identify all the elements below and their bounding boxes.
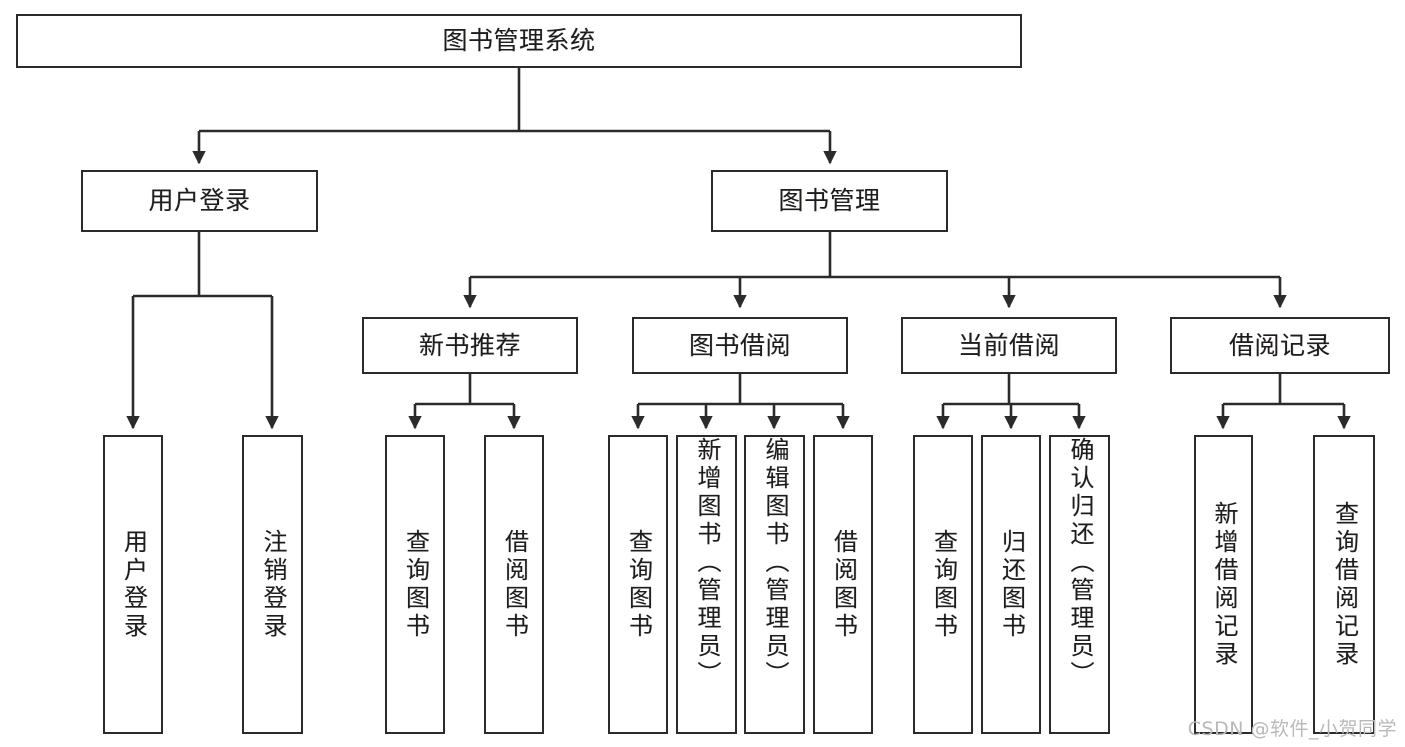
node-leaf-query-borrow-record[interactable]: 查询借阅记录 [1313, 435, 1375, 734]
node-leaf-borrow-book-1-label: 借阅图书 [500, 528, 529, 641]
node-leaf-query-book-2-label: 查询图书 [624, 528, 653, 641]
node-book-manage-label: 图书管理 [778, 186, 881, 215]
node-leaf-query-book-3-label: 查询图书 [929, 528, 958, 641]
node-current-borrow-label: 当前借阅 [957, 330, 1060, 360]
node-leaf-query-book-2[interactable]: 查询图书 [608, 435, 668, 734]
node-leaf-user-login-label: 用户登录 [119, 528, 148, 641]
node-leaf-query-book-3[interactable]: 查询图书 [913, 435, 973, 734]
node-root-label: 图书管理系统 [442, 26, 596, 55]
node-current-borrow[interactable]: 当前借阅 [901, 317, 1117, 374]
node-new-book-recommend[interactable]: 新书推荐 [362, 317, 578, 374]
node-leaf-logout-login[interactable]: 注销登录 [242, 435, 303, 734]
node-leaf-add-borrow-record[interactable]: 新增借阅记录 [1194, 435, 1253, 734]
node-leaf-confirm-return-admin-label: 确认归还（管理员） [1065, 437, 1094, 689]
node-leaf-query-borrow-record-label: 查询借阅记录 [1330, 500, 1359, 669]
node-leaf-return-book-label: 归还图书 [997, 528, 1026, 641]
node-leaf-return-book[interactable]: 归还图书 [981, 435, 1041, 734]
node-leaf-edit-book-admin-label: 编辑图书（管理员） [760, 437, 789, 689]
node-leaf-add-borrow-record-label: 新增借阅记录 [1209, 500, 1238, 669]
node-leaf-logout-login-label: 注销登录 [258, 528, 287, 641]
node-book-manage[interactable]: 图书管理 [711, 170, 948, 232]
node-user-login-label: 用户登录 [148, 186, 251, 215]
node-leaf-query-book-1-label: 查询图书 [401, 528, 430, 641]
node-book-borrow[interactable]: 图书借阅 [632, 317, 848, 374]
node-book-borrow-label: 图书借阅 [688, 330, 791, 360]
node-leaf-borrow-book-1[interactable]: 借阅图书 [484, 435, 544, 734]
node-leaf-add-book-admin[interactable]: 新增图书（管理员） [676, 435, 737, 734]
node-borrow-record[interactable]: 借阅记录 [1170, 317, 1390, 374]
watermark: CSDN @软件_小贺同学 [1187, 718, 1397, 740]
node-leaf-confirm-return-admin[interactable]: 确认归还（管理员） [1049, 435, 1110, 734]
node-leaf-edit-book-admin[interactable]: 编辑图书（管理员） [744, 435, 805, 734]
node-leaf-add-book-admin-label: 新增图书（管理员） [692, 437, 721, 689]
node-new-book-recommend-label: 新书推荐 [418, 330, 521, 360]
node-leaf-user-login[interactable]: 用户登录 [103, 435, 163, 734]
node-leaf-borrow-book-2[interactable]: 借阅图书 [813, 435, 873, 734]
node-leaf-borrow-book-2-label: 借阅图书 [829, 528, 858, 641]
node-borrow-record-label: 借阅记录 [1228, 330, 1331, 360]
node-user-login[interactable]: 用户登录 [81, 170, 318, 232]
node-leaf-query-book-1[interactable]: 查询图书 [385, 435, 445, 734]
node-root[interactable]: 图书管理系统 [16, 14, 1022, 68]
